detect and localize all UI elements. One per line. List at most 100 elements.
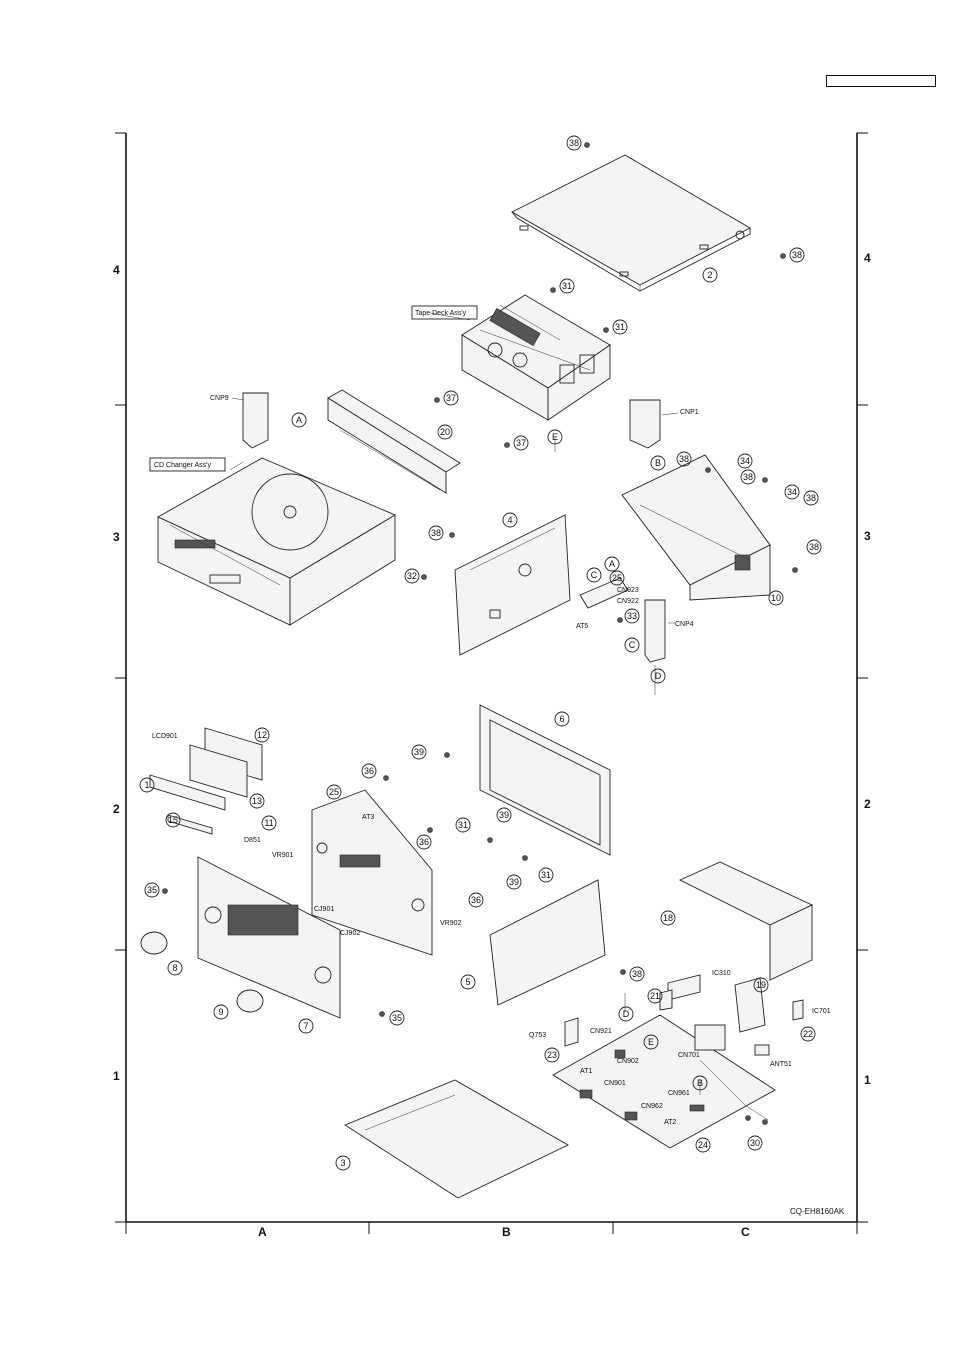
label-cn922: CN922: [617, 598, 639, 605]
label-vr901: VR901: [272, 852, 294, 859]
label-cn901: CN901: [604, 1080, 626, 1087]
connector-marker-e-bottom: E: [643, 1034, 659, 1050]
svg-text:9: 9: [218, 1007, 223, 1017]
row-label-right-1: 1: [864, 1073, 871, 1087]
svg-text:12: 12: [257, 730, 267, 740]
svg-text:39: 39: [499, 810, 509, 820]
part-callout-38-e: 38: [803, 490, 819, 506]
row-label-right-2: 2: [864, 797, 871, 811]
part-callout-3: 3: [335, 1155, 351, 1171]
lcd-display-assembly: [149, 727, 263, 835]
part-callout-39-a: 39: [411, 744, 427, 760]
svg-text:1: 1: [144, 780, 149, 790]
drawing-code: CQ-EH8160AK: [790, 1207, 845, 1216]
top-cover-part-2: [511, 154, 751, 292]
knob-part-8: [140, 931, 168, 955]
connector-marker-c-top: C: [586, 567, 602, 583]
connector-letter: A: [296, 415, 302, 425]
part-callout-6: 6: [554, 711, 570, 727]
row-label-left-3: 3: [113, 530, 120, 544]
part-callout-38-f: 38: [806, 539, 822, 555]
svg-text:38: 38: [792, 250, 802, 260]
svg-text:37: 37: [446, 393, 456, 403]
part-callout-30: 30: [747, 1135, 763, 1151]
label-cnp9: CNP9: [210, 395, 229, 402]
part-callout-20: 20: [437, 424, 453, 440]
svg-text:25: 25: [612, 573, 622, 583]
part-callout-4: 4: [502, 512, 518, 528]
connector-marker-c-bottom: C: [624, 637, 640, 653]
connector-letter: E: [648, 1037, 654, 1047]
svg-text:36: 36: [364, 766, 374, 776]
part-callout-31-b: 31: [612, 319, 628, 335]
label-cn923: CN923: [617, 587, 639, 594]
part-callout-36-c: 36: [468, 892, 484, 908]
label-ic310: IC310: [712, 970, 731, 977]
front-pcb: [311, 789, 433, 956]
part-callout-19: 19: [753, 977, 769, 993]
row-label-left-4: 4: [113, 263, 120, 277]
connector-marker-d-top: D: [650, 668, 666, 684]
part-callout-38-a: 38: [566, 135, 582, 151]
row-label-right-3: 3: [864, 529, 871, 543]
svg-text:39: 39: [414, 747, 424, 757]
svg-text:38: 38: [809, 542, 819, 552]
tape-deck-label-box: [411, 305, 478, 320]
ic701-part: [792, 999, 804, 1021]
svg-text:39: 39: [509, 877, 519, 887]
rear-bracket-part-10: [621, 454, 771, 601]
part-callout-31-a: 31: [559, 278, 575, 294]
svg-text:11: 11: [264, 818, 273, 828]
label-cnp4: CNP4: [675, 621, 694, 628]
label-q753: Q753: [529, 1032, 546, 1039]
svg-text:23: 23: [547, 1050, 557, 1060]
svg-text:32: 32: [407, 571, 417, 581]
svg-text:38: 38: [431, 528, 441, 538]
svg-text:6: 6: [559, 714, 564, 724]
ant51-part: [754, 1044, 770, 1056]
flex-cables: [242, 392, 666, 663]
svg-text:31: 31: [562, 281, 572, 291]
bottom-cover-part-3: [344, 1079, 569, 1199]
svg-text:15: 15: [168, 815, 178, 825]
connector-letter: E: [552, 432, 558, 442]
connector-marker-b-bottom: B: [692, 1075, 708, 1091]
connector-marker-a-right: A: [604, 556, 620, 572]
page-number-box: [826, 75, 936, 87]
part-callout-7: 7: [298, 1018, 314, 1034]
svg-text:20: 20: [440, 427, 450, 437]
label-ic701: IC701: [812, 1008, 831, 1015]
svg-text:22: 22: [803, 1029, 813, 1039]
svg-text:38: 38: [632, 969, 642, 979]
row-label-right-4: 4: [864, 251, 871, 265]
label-cj901: CJ901: [314, 906, 334, 913]
main-pcb-part-24: [552, 1014, 776, 1149]
label-cn902: CN902: [617, 1058, 639, 1065]
svg-text:36: 36: [419, 837, 429, 847]
chassis-part-4: [454, 514, 571, 656]
part-callout-34-b: 34: [784, 484, 800, 500]
part-callout-22: 22: [800, 1026, 816, 1042]
tape-deck-label: Tape Deck Ass'y: [415, 310, 467, 317]
label-d851: D851: [244, 837, 261, 844]
heatsink-part-18: [678, 861, 814, 981]
bracket-part-20: [327, 389, 461, 494]
lead-lines: [229, 312, 769, 1121]
cd-changer-label: CD Changer Ass'y: [154, 462, 211, 469]
part-callout-2: 2: [702, 267, 718, 283]
part-callout-24: 24: [695, 1137, 711, 1153]
label-ant51: ANT51: [770, 1061, 792, 1068]
svg-text:38: 38: [806, 493, 816, 503]
svg-text:7: 7: [303, 1021, 308, 1031]
part-callout-9: 9: [213, 1004, 229, 1020]
part-callout-37-b: 37: [513, 435, 529, 451]
svg-text:34: 34: [787, 487, 797, 497]
part-callout-35-b: 35: [389, 1010, 405, 1026]
ic310-part: [667, 974, 701, 1001]
connector-marker-e-top: E: [547, 429, 563, 445]
svg-text:18: 18: [663, 913, 673, 923]
svg-text:25: 25: [329, 787, 339, 797]
part-callout-39-b: 39: [496, 807, 512, 823]
label-at5: AT5: [576, 623, 588, 630]
